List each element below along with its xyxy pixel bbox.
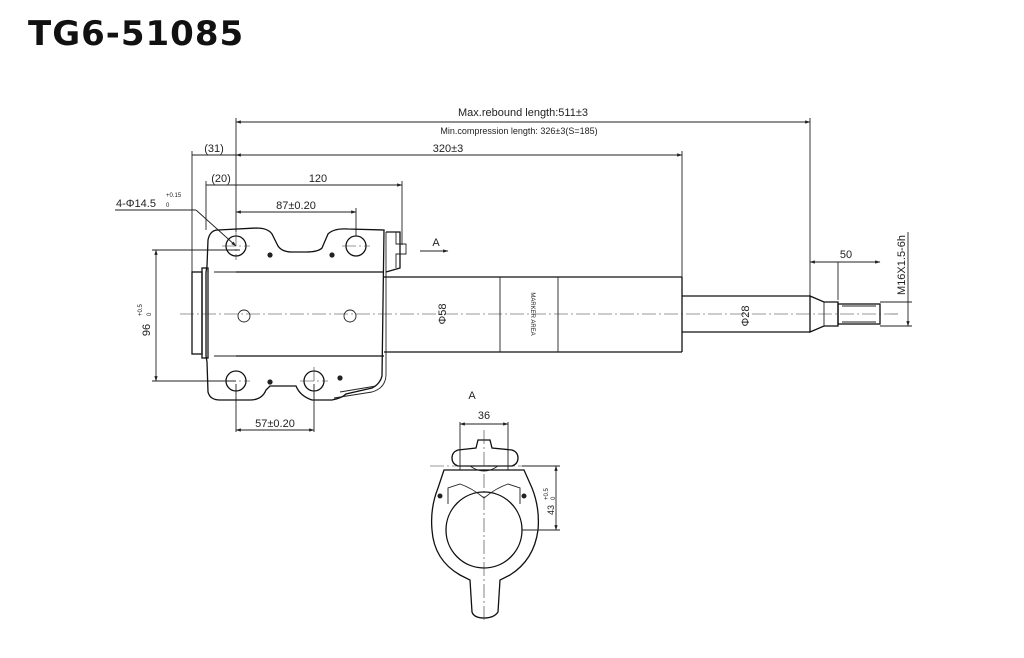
view-a-detail: A 36 43 +0.5 0 [430, 390, 560, 622]
dimension-87: 87±0.20 [276, 200, 316, 212]
bracket-holes [222, 232, 370, 395]
dimension-43-tol-lower: 0 [551, 496, 557, 500]
min-compression-dimension: Min.compression length: 326±3(S=185) [440, 126, 597, 136]
extension-lines [152, 118, 912, 432]
hole-mid-left [237, 309, 251, 323]
rivet-4 [337, 375, 343, 381]
diameter-58: Φ58 [437, 303, 449, 324]
dimension-43-group: 43 +0.5 0 [544, 487, 557, 515]
max-rebound-dimension: Max.rebound length:511±3 [458, 107, 588, 119]
thread-group: M16X1.5-6h [896, 235, 908, 295]
view-a-title: A [468, 390, 476, 402]
hole-tolerance-upper: +0.15 [166, 193, 182, 199]
phi28-group: Φ28 [740, 305, 752, 326]
dimension-96-group: 96 +0.5 0 [138, 303, 153, 336]
dimension-36: 36 [478, 410, 490, 422]
dimension-320: 320±3 [433, 143, 464, 155]
hole-dimension: 4-Φ14.5 [116, 198, 156, 210]
hole-mid-right [343, 309, 357, 323]
dimension-96: 96 [141, 324, 153, 336]
dimension-120: 120 [309, 173, 327, 185]
thread-spec: M16X1.5-6h [896, 235, 908, 295]
dimension-31: (31) [204, 143, 224, 155]
dimension-lines [115, 120, 910, 432]
dimension-96-tol-lower: 0 [147, 312, 153, 316]
hole-tolerance-lower: 0 [166, 203, 170, 209]
dimension-96-tol-upper: +0.5 [138, 303, 144, 316]
rivet-2 [329, 252, 335, 258]
phi58-group: Φ58 [437, 303, 449, 324]
dimension-20: (20) [211, 173, 231, 185]
rivet-1 [267, 252, 273, 258]
dimension-43: 43 [546, 505, 556, 515]
strut-body [180, 227, 900, 401]
diameter-28: Φ28 [740, 305, 752, 326]
part-number-title: TG6-51085 [28, 14, 245, 54]
view-a-marker: A [432, 237, 440, 249]
dimension-43-tol-upper: +0.5 [544, 487, 550, 500]
dimension-57: 57±0.20 [255, 418, 295, 430]
rivet-3 [267, 379, 273, 385]
view-a-rivet-right [521, 493, 527, 499]
view-a-rivet-left [437, 493, 443, 499]
dimension-50: 50 [840, 249, 852, 261]
